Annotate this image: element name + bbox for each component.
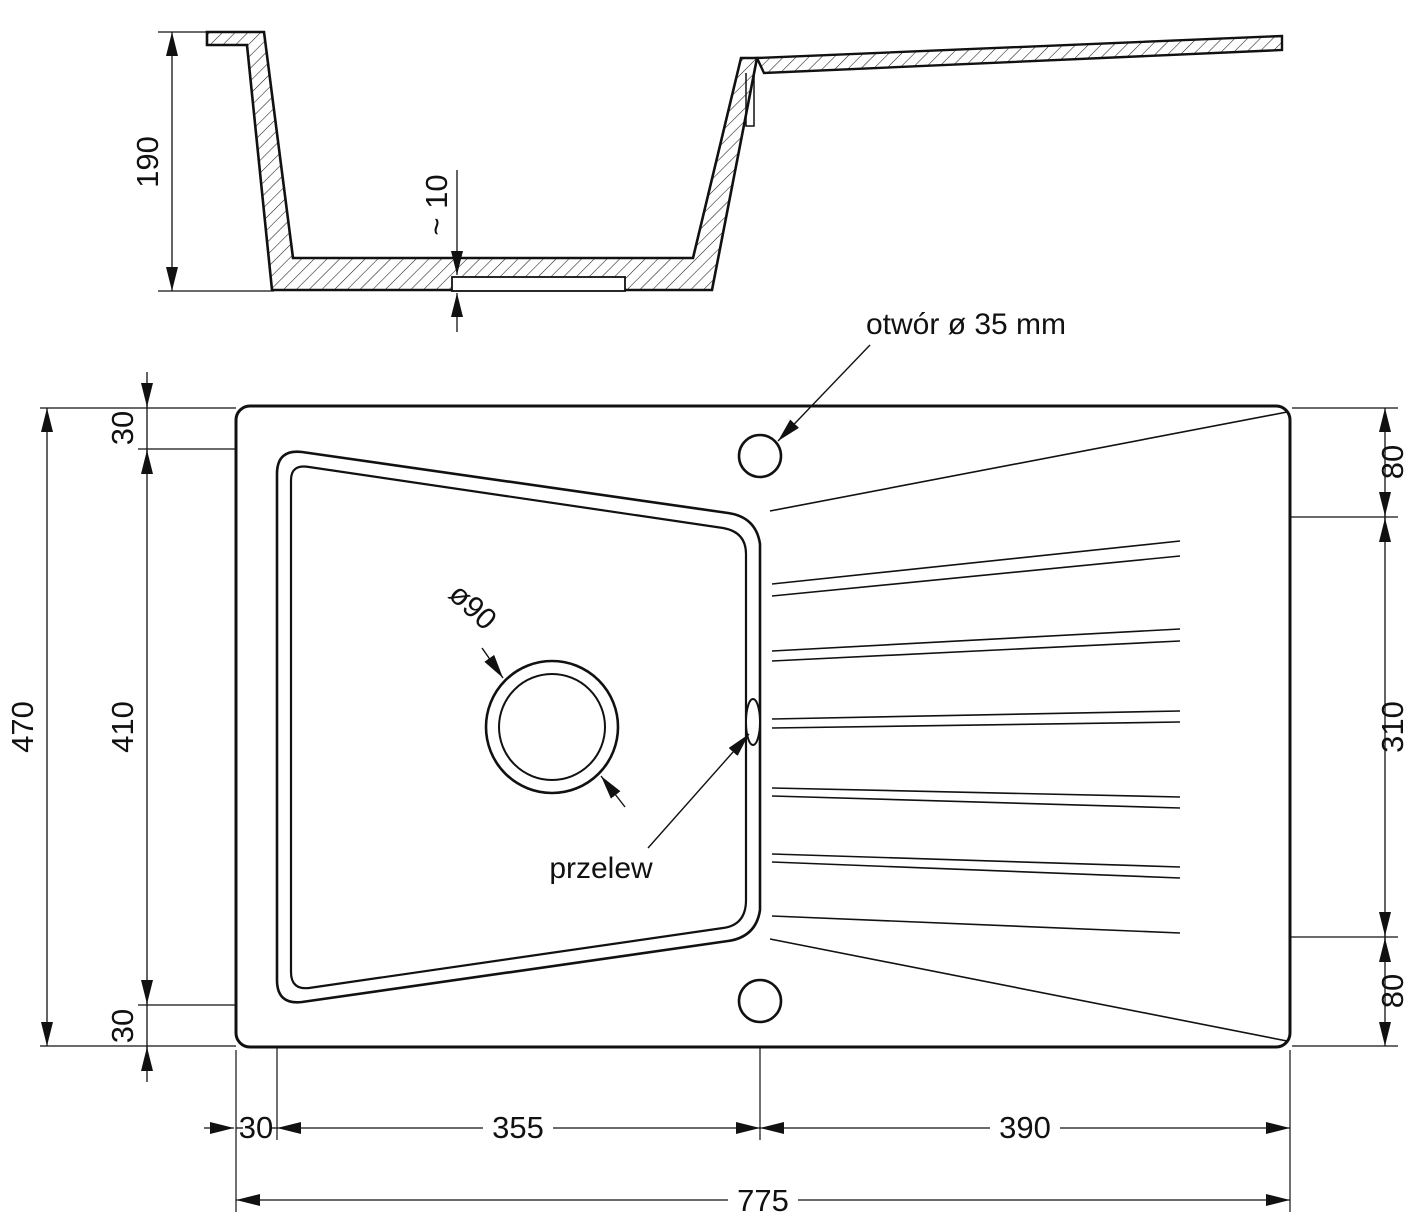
- dim-bowl-width: 355: [492, 1110, 544, 1145]
- drain-dia-arrow-upper: [481, 647, 504, 679]
- dimension-texts: 190 ~ 10 470 30 410 30 80 310 80 30 355 …: [5, 136, 1410, 1218]
- dim-drainer-height: 310: [1375, 701, 1410, 753]
- cross-section-view: [205, 30, 1284, 292]
- bottom-hole: [737, 978, 783, 1024]
- section-joint-detail: [745, 73, 755, 127]
- dim-total-height: 470: [5, 701, 40, 753]
- drain-circle-inner: [498, 673, 606, 781]
- dim-total-width: 775: [737, 1183, 789, 1218]
- drain-dia-arrow-lower: [600, 775, 626, 808]
- overflow-label: przelew: [549, 852, 653, 885]
- dim-drainer-width: 390: [999, 1110, 1051, 1145]
- section-bottom-plate: [451, 276, 626, 292]
- plan-outer-edge: [234, 404, 1292, 1049]
- section-bowl-body: [205, 30, 759, 292]
- overflow-leader: [647, 733, 750, 849]
- dim-right-bottom: 80: [1375, 974, 1410, 1008]
- section-drainboard: [755, 34, 1284, 75]
- dimensions: [41, 32, 1391, 1206]
- drainboard-grooves: [769, 411, 1288, 1042]
- plan-view: [40, 31, 1398, 1212]
- overflow-slot: [745, 698, 761, 746]
- bowl-rim-outer: [275, 450, 762, 1004]
- dim-bowl-height: 410: [105, 701, 140, 753]
- tap-hole-leader: [777, 344, 871, 442]
- bowl-rim-inner: [289, 465, 748, 990]
- tap-hole-label: otwór ø 35 mm: [866, 308, 1066, 341]
- dim-right-top: 80: [1375, 445, 1410, 479]
- drain-circle-outer: [484, 659, 620, 795]
- dim-section-depth: 190: [130, 136, 165, 188]
- dim-bottom-offset: ~ 10: [419, 174, 454, 235]
- dim-bottom-margin: 30: [105, 1009, 140, 1043]
- dim-left-margin: 30: [239, 1110, 273, 1145]
- dim-top-margin: 30: [105, 411, 140, 445]
- tap-hole: [737, 433, 783, 479]
